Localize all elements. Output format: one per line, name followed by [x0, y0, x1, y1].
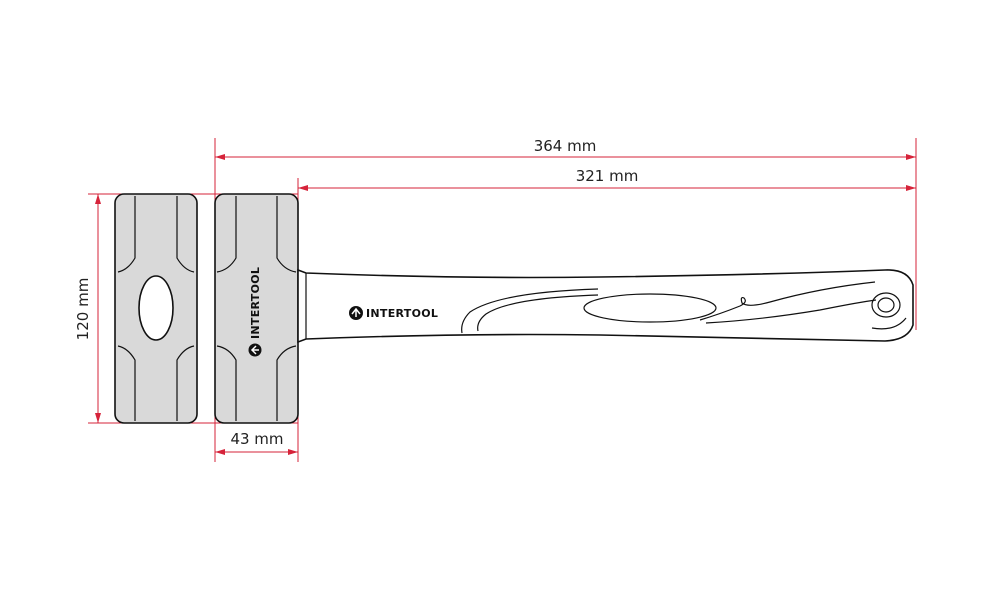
arrow-width-left: [215, 449, 225, 455]
arrow-width-right: [288, 449, 298, 455]
handle-outline: [297, 268, 914, 344]
hammer-head-front-view: [114, 193, 198, 424]
eye-hole: [138, 275, 174, 341]
arrow-handle-right: [906, 185, 916, 191]
head-brand-logo: INTERTOOL: [248, 267, 262, 357]
hammer-head-side-view: [214, 193, 299, 424]
label-head-height: 120 mm: [74, 278, 92, 341]
label-overall-length: 364 mm: [534, 137, 597, 155]
arrow-height-top: [95, 194, 101, 204]
arrow-handle-left: [298, 185, 308, 191]
label-head-width: 43 mm: [230, 430, 283, 448]
label-handle-length: 321 mm: [576, 167, 639, 185]
arrow-overall-right: [906, 154, 916, 160]
arrow-height-bottom: [95, 413, 101, 423]
head-logo-text: INTERTOOL: [249, 267, 262, 339]
arrow-overall-left: [215, 154, 225, 160]
handle-brand-logo: INTERTOOL: [349, 306, 438, 320]
handle-logo-text: INTERTOOL: [366, 307, 438, 320]
hammer-handle: [297, 268, 914, 344]
